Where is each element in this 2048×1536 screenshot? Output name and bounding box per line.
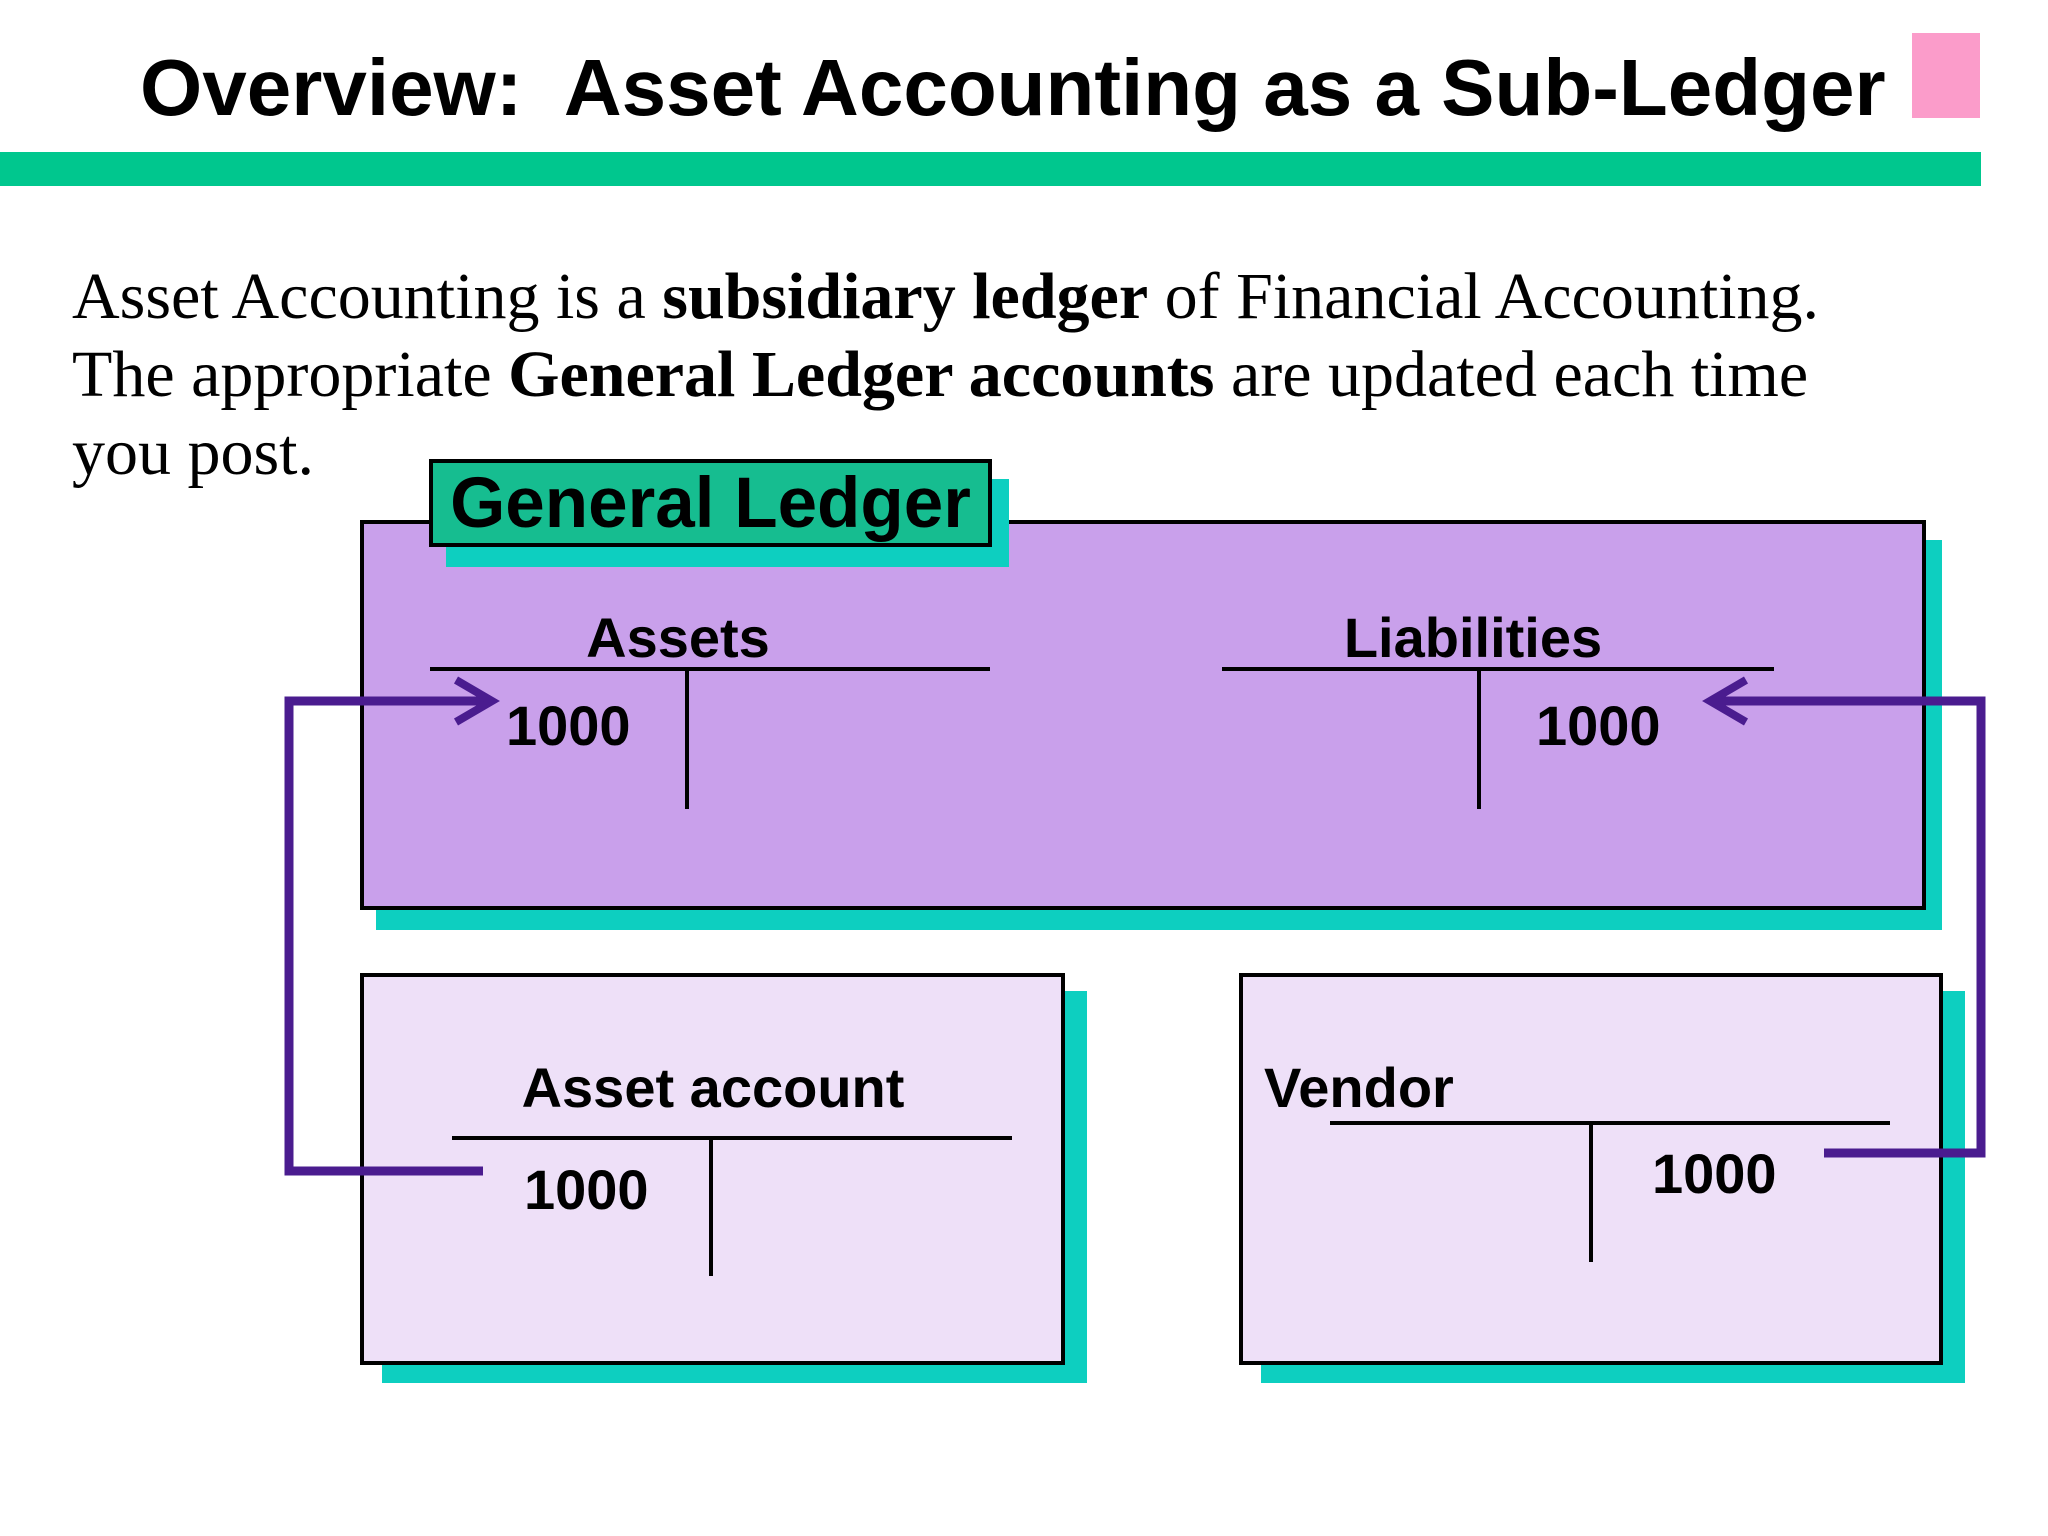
pink-accent-square xyxy=(1912,33,1980,118)
assets-t-vertical-line xyxy=(685,667,689,809)
vendor-credit-amount: 1000 xyxy=(1652,1142,1777,1205)
general-ledger-box xyxy=(360,520,1926,910)
vendor-t-horizontal-line xyxy=(1330,1121,1890,1125)
liabilities-t-vertical-line xyxy=(1477,667,1481,809)
page-title: Overview: Asset Accounting as a Sub-Ledg… xyxy=(140,43,1886,132)
intro-paragraph: Asset Accounting is a subsidiary ledger … xyxy=(72,258,1982,492)
assets-debit-amount: 1000 xyxy=(506,694,631,757)
assets-t-horizontal-line xyxy=(430,667,990,671)
general-ledger-label: General Ledger xyxy=(450,463,971,543)
vendor-account-title: Vendor xyxy=(1264,1056,1454,1119)
liabilities-account-title: Liabilities xyxy=(1343,606,1603,669)
vendor-t-vertical-line xyxy=(1589,1121,1593,1262)
intro-line: Asset Accounting is a subsidiary ledger … xyxy=(72,260,1820,333)
asset-account-t-vertical-line xyxy=(709,1136,713,1276)
assets-account-title: Assets xyxy=(586,606,770,669)
liabilities-credit-amount: 1000 xyxy=(1536,694,1661,757)
title-underline-bar xyxy=(0,152,1981,186)
intro-line: you post. xyxy=(72,416,315,489)
asset-account-t-horizontal-line xyxy=(452,1136,1012,1140)
asset-account-debit-amount: 1000 xyxy=(524,1158,649,1221)
intro-line: The appropriate General Ledger accounts … xyxy=(72,338,1809,411)
asset-account-title: Asset account xyxy=(521,1056,905,1119)
liabilities-t-horizontal-line xyxy=(1222,667,1774,671)
general-ledger-plaque: General Ledger xyxy=(429,459,992,547)
